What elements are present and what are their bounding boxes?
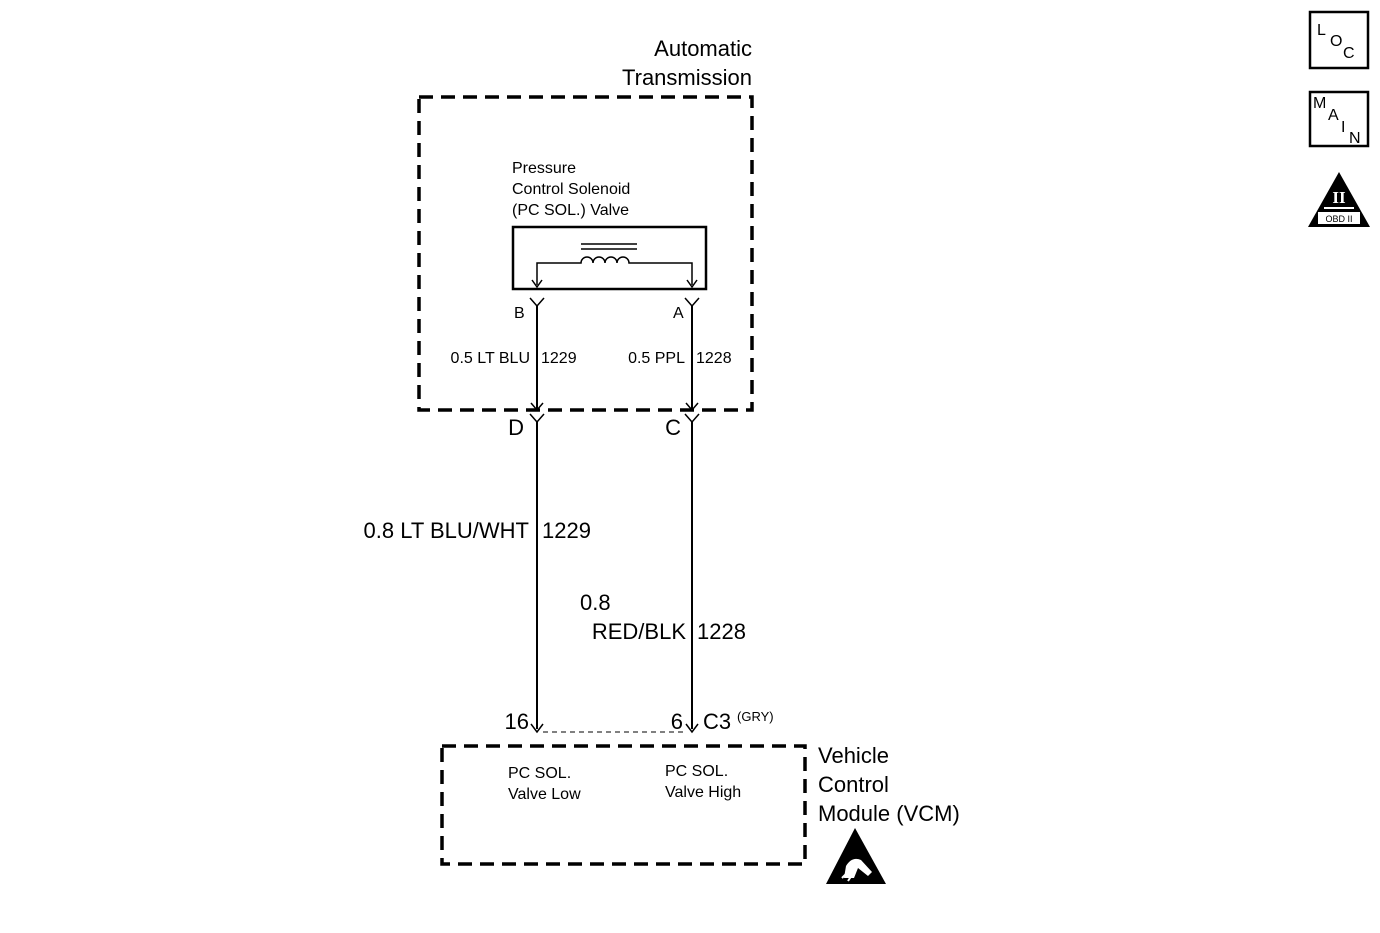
terminal-a-symbol <box>684 297 700 308</box>
vcm-label-line3: Module (VCM) <box>818 801 960 826</box>
svg-text:L: L <box>1317 22 1326 39</box>
wire-1228-outer-circuit: 1228 <box>697 619 746 644</box>
transmission-boundary <box>417 95 754 412</box>
vcm-pin-16-symbol <box>530 723 544 734</box>
connector-c-label: C <box>665 415 681 440</box>
svg-text:M: M <box>1313 95 1326 112</box>
vcm-pin-low-line2: Valve Low <box>508 786 581 803</box>
vcm-pin-6-label: 6 <box>671 709 683 734</box>
wire-1229-inner-spec: 0.5 LT BLU <box>451 350 530 367</box>
wire-1228-outer-spec-line2: RED/BLK <box>592 619 686 644</box>
svg-text:II: II <box>1332 188 1346 207</box>
terminal-b-symbol <box>529 297 545 308</box>
solenoid-coil-symbol <box>511 225 708 291</box>
wire-1228-outer-spec-line1: 0.8 <box>580 590 611 615</box>
solenoid-label-line3: (PC SOL.) Valve <box>512 202 629 219</box>
wire-1228-inner-circuit: 1228 <box>696 350 732 367</box>
vcm-pin-high-line2: Valve High <box>665 784 741 801</box>
svg-text:OBD II: OBD II <box>1325 214 1352 224</box>
svg-text:N: N <box>1349 130 1361 147</box>
solenoid-terminal-b: B <box>514 305 525 322</box>
wire-1228-inner-spec: 0.5 PPL <box>628 350 685 367</box>
solenoid-label-line1: Pressure <box>512 160 576 177</box>
solenoid-terminal-a: A <box>673 305 684 322</box>
svg-text:I: I <box>1341 119 1345 136</box>
obd-ii-icon: II OBD II <box>1308 172 1370 227</box>
svg-text:C: C <box>1343 45 1355 62</box>
connector-d-label: D <box>508 415 524 440</box>
svg-text:A: A <box>1328 107 1339 124</box>
vcm-connector-label: C3 <box>703 709 731 734</box>
vcm-pin-low-line1: PC SOL. <box>508 765 571 782</box>
connector-c-symbol <box>684 413 700 424</box>
main-icon: M A I N <box>1308 90 1370 148</box>
esd-warning-icon <box>826 828 886 884</box>
loc-icon: L O C <box>1308 10 1370 70</box>
vcm-boundary <box>440 744 807 866</box>
vcm-label-line1: Vehicle <box>818 743 889 768</box>
wire-1229-outer-spec: 0.8 LT BLU/WHT <box>364 518 529 543</box>
vcm-pin-6-symbol <box>685 723 699 734</box>
transmission-label-line1: Automatic <box>654 36 752 61</box>
solenoid-label-line2: Control Solenoid <box>512 181 630 198</box>
connector-d-symbol <box>529 413 545 424</box>
vcm-connector-color: (GRY) <box>737 709 774 724</box>
transmission-label-line2: Transmission <box>622 65 752 90</box>
wire-1229-inner-circuit: 1229 <box>541 350 577 367</box>
vcm-pin-high-line1: PC SOL. <box>665 763 728 780</box>
vcm-label-line2: Control <box>818 772 889 797</box>
svg-text:O: O <box>1330 33 1342 50</box>
wire-1229-outer-circuit: 1229 <box>542 518 591 543</box>
vcm-pin-16-label: 16 <box>505 709 529 734</box>
